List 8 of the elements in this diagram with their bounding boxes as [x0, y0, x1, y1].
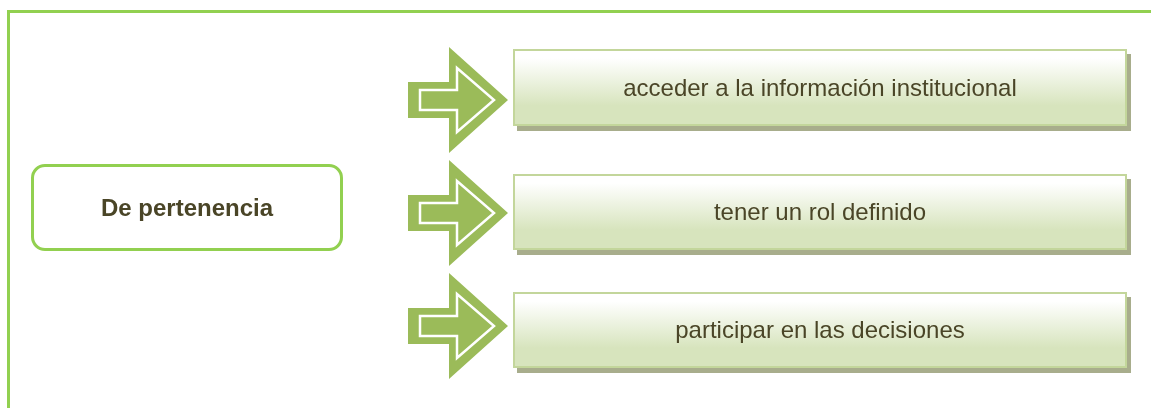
- box-label: De pertenencia: [100, 193, 274, 222]
- box-label: acceder a la información institucional: [623, 73, 1017, 102]
- block-arrow: [408, 160, 508, 266]
- block-arrow: [408, 273, 508, 379]
- box-label: tener un rol definido: [713, 198, 927, 226]
- category-box: [31, 164, 343, 251]
- block-arrow: [408, 47, 508, 153]
- box-label: participar en las decisiones: [675, 316, 965, 344]
